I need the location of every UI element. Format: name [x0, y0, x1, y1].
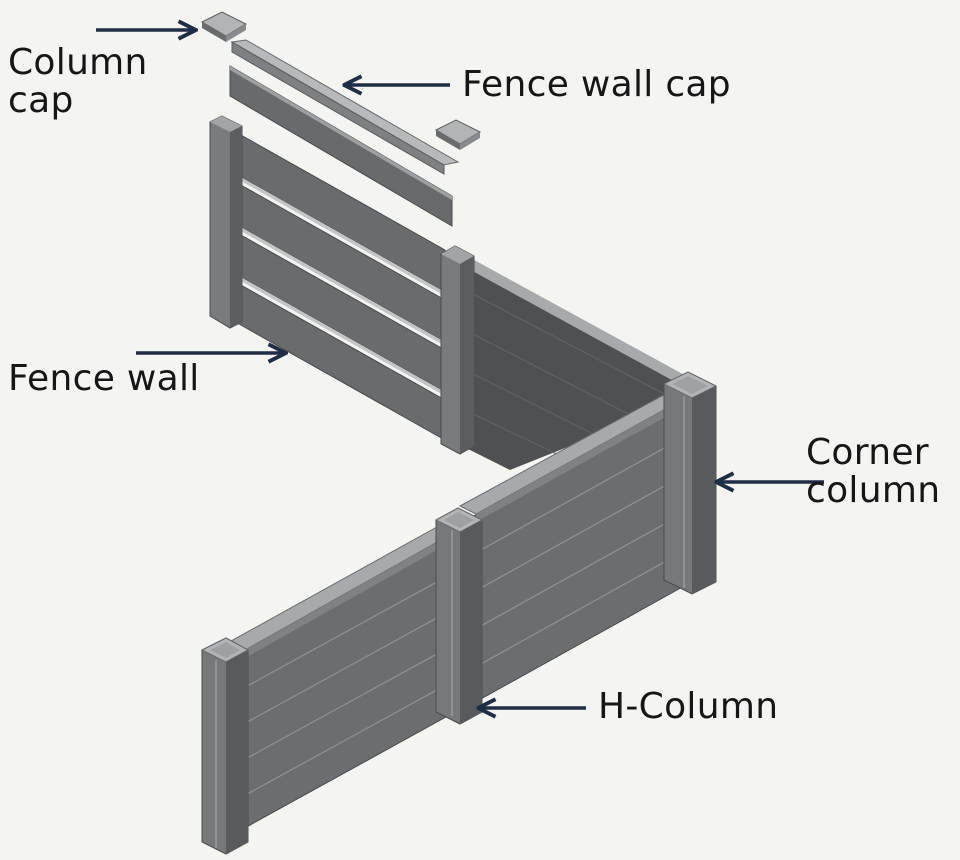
fence-wall-boards: [229, 65, 453, 441]
front-right-wall: [458, 385, 698, 706]
fence-wall-label: Fence wall: [8, 358, 200, 399]
front-end-post: [200, 637, 250, 855]
left-back-post: [209, 115, 243, 329]
fence-wall-cap-label: Fence wall cap: [462, 64, 731, 105]
corner-column-post: [662, 371, 718, 595]
back-h-post: [440, 245, 475, 455]
front-left-wall: [220, 521, 464, 836]
h-column-post: [434, 507, 484, 725]
callout-arrows: [96, 30, 824, 708]
corner-column-label: Corner column: [806, 432, 941, 511]
column-cap-part: [200, 11, 482, 150]
fence-wall-cap-part: [230, 39, 460, 175]
column-cap-label: Column cap: [8, 42, 148, 121]
h-column-label: H-Column: [598, 686, 779, 727]
